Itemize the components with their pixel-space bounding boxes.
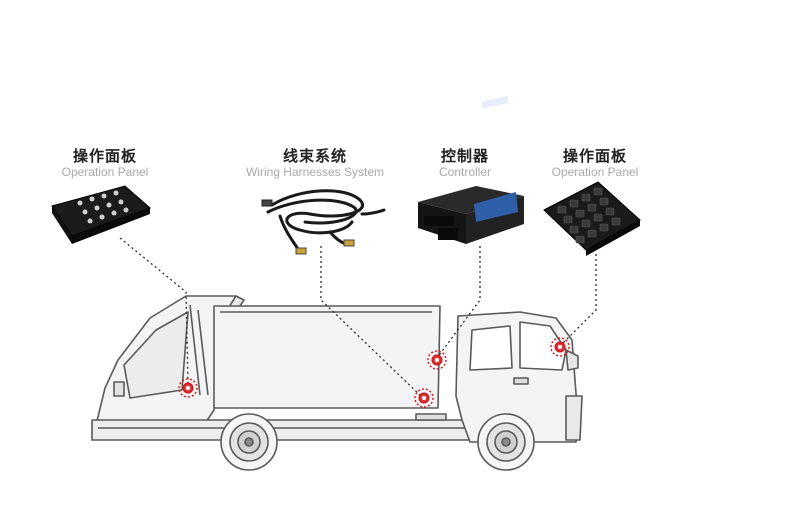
callout-operation-panel-left: 操作面板 Operation Panel: [40, 147, 170, 179]
operation-panel-left-icon: [51, 185, 151, 244]
location-marker-icon: [414, 388, 434, 408]
location-marker-icon: [178, 378, 198, 398]
callout-title-en: Wiring Harnesses System: [245, 165, 385, 179]
operation-panel-right-icon: [543, 181, 641, 256]
controller-icon: [418, 96, 524, 244]
location-marker-icon: [550, 337, 570, 357]
callout-title-en: Operation Panel: [61, 165, 149, 179]
front-wheel: [477, 413, 535, 471]
callout-title-cn: 操作面板: [562, 147, 627, 165]
wiring-harness-icon: [261, 189, 386, 255]
location-marker-icon: [427, 350, 447, 370]
callout-title-cn: 线束系统: [282, 147, 347, 165]
callout-wiring-harness: 线束系统 Wiring Harnesses System: [225, 147, 405, 179]
rear-wheel: [220, 413, 278, 471]
callout-operation-panel-right: 操作面板 Operation Panel: [530, 147, 660, 179]
garbage-truck-icon: [91, 295, 583, 471]
leader-lines: [119, 237, 597, 399]
callout-title-en: Operation Panel: [551, 165, 639, 179]
callout-title-cn: 操作面板: [72, 147, 137, 165]
callout-controller: 控制器 Controller: [415, 147, 515, 179]
callout-title-en: Controller: [438, 165, 492, 179]
callout-title-cn: 控制器: [440, 147, 489, 165]
